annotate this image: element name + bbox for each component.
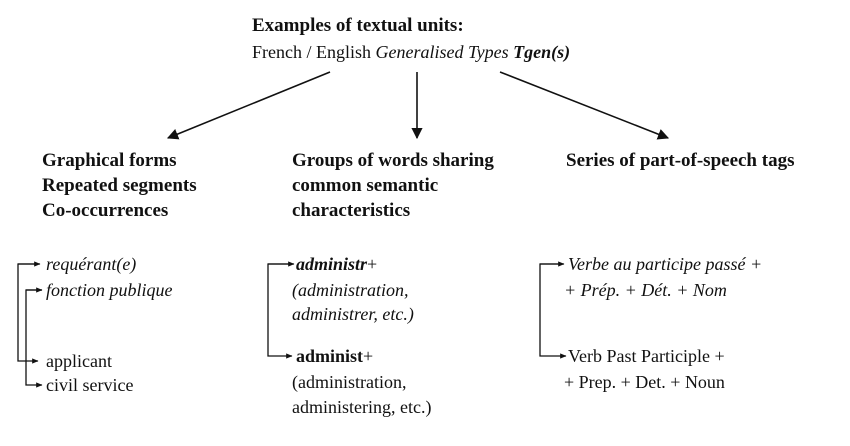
col2-english-stem: administ+ bbox=[296, 344, 373, 368]
col3-french-2: + Prép. + Dét. + Nom bbox=[564, 280, 727, 300]
col2-french-paren-2: administrer, etc.) bbox=[292, 304, 414, 324]
col2-english-paren-2: administering, etc.) bbox=[292, 397, 432, 417]
col1-english-2: civil service bbox=[46, 375, 134, 395]
col1-french-1: requérant(e) bbox=[46, 254, 137, 274]
subtitle-prefix: French / English bbox=[252, 42, 376, 62]
diagram-subtitle: French / English Generalised Types Tgen(… bbox=[252, 40, 570, 64]
col3-heading-1: Series of part-of-speech tags bbox=[566, 150, 795, 171]
subtitle-bold-italic: Tgen(s) bbox=[513, 42, 571, 62]
bracket-col3 bbox=[539, 263, 567, 359]
col2-heading-2: common semantic bbox=[292, 175, 439, 196]
arrow-right bbox=[499, 71, 670, 140]
col3-french-1: Verbe au participe passé + bbox=[568, 254, 763, 274]
col2-french-stem: administr+ bbox=[296, 252, 377, 276]
col2-heading-1: Groups of words sharing bbox=[292, 150, 494, 171]
col2-french-stem-plus: + bbox=[367, 254, 378, 274]
diagram-title: Examples of textual units: bbox=[252, 15, 464, 36]
col2-french-paren-1: (administration, bbox=[292, 280, 409, 300]
subtitle-italic: Generalised Types bbox=[375, 42, 509, 62]
col2-french-stem-text: administr bbox=[296, 254, 368, 274]
col2-english-paren-1: (administration, bbox=[292, 372, 407, 392]
col3-english-1: Verb Past Participle + bbox=[568, 346, 725, 366]
col3-english-2: + Prep. + Det. + Noun bbox=[564, 372, 725, 392]
col2-english-stem-plus: + bbox=[363, 346, 374, 366]
bracket-col2 bbox=[267, 263, 293, 359]
col1-heading-1: Graphical forms bbox=[42, 150, 177, 171]
arrow-left bbox=[166, 71, 331, 140]
col2-english-stem-text: administ bbox=[296, 346, 364, 366]
bracket-col1-outer bbox=[17, 263, 39, 364]
col1-english-1: applicant bbox=[46, 351, 112, 371]
col2-heading-3: characteristics bbox=[292, 200, 411, 221]
col1-french-2: fonction publique bbox=[46, 280, 173, 300]
bracket-col1-inner bbox=[25, 289, 43, 388]
col1-heading-3: Co-occurrences bbox=[42, 200, 169, 221]
col1-heading-2: Repeated segments bbox=[42, 175, 197, 196]
